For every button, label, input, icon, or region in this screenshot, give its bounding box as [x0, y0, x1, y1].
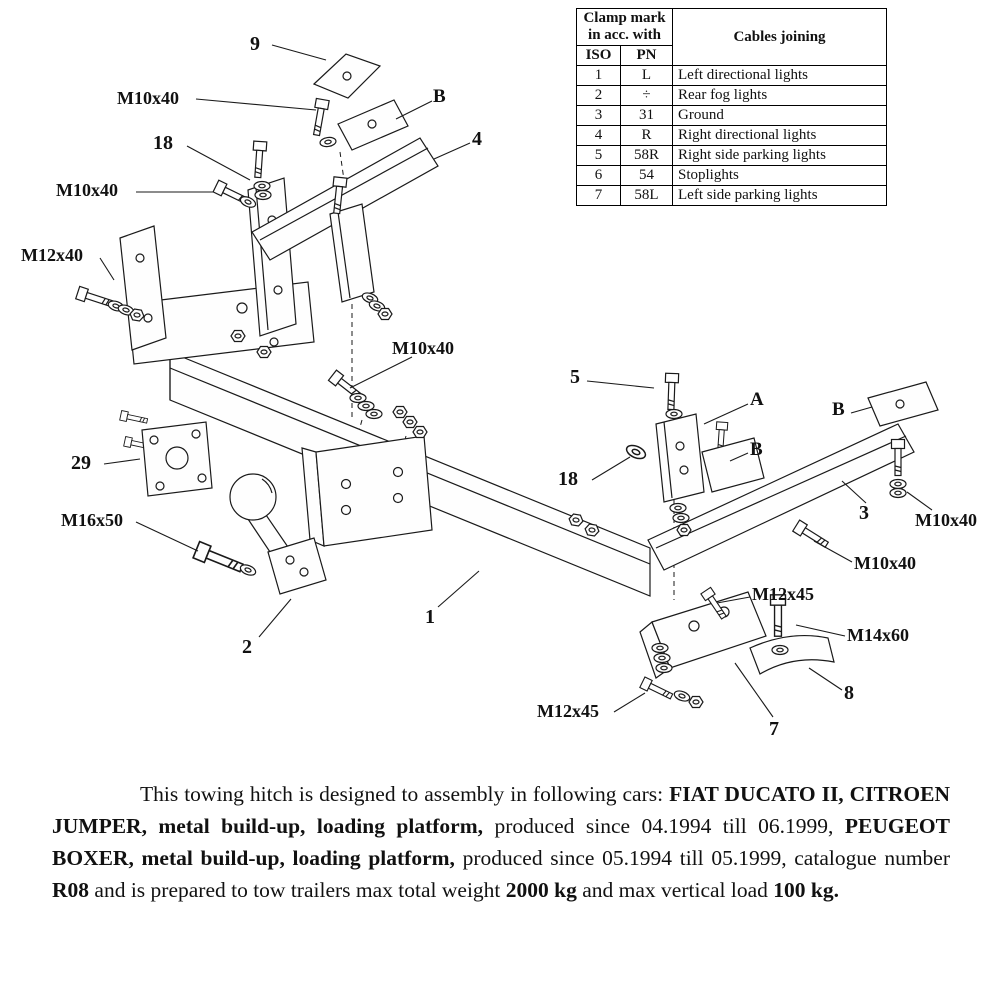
table-row: 4 R Right directional lights: [576, 125, 887, 146]
plate-b-right: [867, 381, 939, 427]
cell-cable: Left side parking lights: [672, 185, 887, 206]
part-label-5: 5: [570, 366, 580, 388]
cell-pn: 58R: [620, 145, 673, 166]
desc-segment-bold: PEUGEOT BOXER, metal build-up, loading p…: [52, 814, 950, 870]
table-header-row: Clamp mark in acc. with Cables joining: [576, 8, 887, 66]
table-row: 7 58L Left side parking lights: [576, 185, 887, 206]
desc-segment-bold: FIAT DUCATO II, CITROEN JUMPER, metal bu…: [52, 782, 951, 838]
table-row: 2 ÷ Rear fog lights: [576, 85, 887, 106]
table-row: 1 L Left directional lights: [576, 65, 887, 86]
exploded-view-diagram: 9 M10x40 B 18 4 M10x40 M12x40 M10x40 5 A…: [21, 33, 977, 740]
part-label-18-left: 18: [153, 132, 173, 154]
leader-lines: [99, 44, 933, 718]
clamp-part-8: [749, 634, 835, 675]
fastener-label-m12x45-1: M12x45: [752, 584, 814, 604]
part-label-18-right: 18: [558, 468, 578, 490]
bolt-m10x40-top: [309, 97, 338, 149]
ref-label-b-1: B: [433, 86, 446, 107]
part-label-9: 9: [250, 33, 260, 55]
fastener-label-m10x40-1: M10x40: [117, 88, 179, 108]
right-arm-part-3: [647, 423, 915, 571]
cell-cable: Right directional lights: [672, 125, 887, 146]
desc-segment-bold: 2000 kg: [505, 878, 577, 902]
cell-pn: 58L: [620, 185, 673, 206]
header-clamp-line2: in acc. with: [588, 27, 661, 43]
ref-label-b-2: B: [750, 439, 763, 460]
fastener-label-m12x45-2: M12x45: [537, 701, 599, 721]
desc-segment-bold: R08: [52, 878, 90, 902]
fastener-label-m10x40-4: M10x40: [915, 510, 977, 530]
fastener-label-m10x40-2: M10x40: [56, 180, 118, 200]
cell-iso: 2: [576, 85, 621, 106]
cell-cable: Stoplights: [672, 165, 887, 186]
towing-hitch-drawing: [75, 44, 939, 718]
cell-iso: 1: [576, 65, 621, 86]
fastener-label-m10x40-3: M10x40: [392, 338, 454, 358]
desc-segment: and is prepared to tow trailers max tota…: [89, 878, 506, 902]
fastener-label-m14x60: M14x60: [847, 625, 909, 645]
cell-pn: L: [620, 65, 673, 86]
cell-pn: 31: [620, 105, 673, 126]
part-label-8: 8: [844, 682, 854, 704]
cell-cable: Rear fog lights: [672, 85, 887, 106]
ref-label-b-3: B: [832, 399, 845, 420]
part-label-29: 29: [71, 452, 91, 474]
plate-b-upper: [337, 99, 409, 151]
desc-segment: produced since 05.1994 till 05.1999, cat…: [454, 846, 951, 870]
fastener-label-m16x50: M16x50: [61, 510, 123, 530]
part-label-4: 4: [472, 128, 482, 150]
fastener-label-m10x40-5: M10x40: [854, 553, 916, 573]
bolt-m16x50: [192, 540, 258, 578]
ref-label-a: A: [750, 389, 764, 410]
table-row: 5 58R Right side parking lights: [576, 145, 887, 166]
cell-cable: Ground: [672, 105, 887, 126]
cell-cable: Left directional lights: [672, 65, 887, 86]
table-subheader-row: ISO PN: [576, 45, 887, 66]
cell-iso: 7: [576, 185, 621, 206]
beam-clamp-bracket: [301, 435, 433, 547]
table-row: 6 54 Stoplights: [576, 165, 887, 186]
upper-arm-part-4: [251, 137, 439, 261]
plate-part-9: [312, 53, 382, 99]
description-paragraph: This towing hitch is designed to assembl…: [52, 778, 950, 906]
desc-segment: and max vertical load: [576, 878, 774, 902]
desc-segment: This towing hitch is designed to assembl…: [140, 782, 670, 806]
cell-pn: ÷: [620, 85, 673, 106]
center-bracket-upper: [329, 176, 393, 321]
part-label-7: 7: [769, 718, 779, 740]
bolt-m10x40-mid-right: [792, 519, 831, 551]
fastener-label-m12x40: M12x40: [21, 245, 83, 265]
cell-pn: R: [620, 125, 673, 146]
left-side-plate: [119, 225, 167, 351]
header-clamp-mark: Clamp mark in acc. with: [576, 8, 673, 46]
cell-cable: Right side parking lights: [672, 145, 887, 166]
desc-segment: produced since 04.1994 till 06.1999,: [483, 814, 845, 838]
cables-joining-table: Clamp mark in acc. with Cables joining I…: [576, 8, 887, 206]
cell-iso: 6: [576, 165, 621, 186]
header-iso: ISO: [576, 45, 621, 66]
header-clamp-line1: Clamp mark: [583, 10, 666, 26]
part-label-1: 1: [425, 606, 435, 628]
table-row: 3 31 Ground: [576, 105, 887, 126]
tow-ball-part-2: [229, 473, 327, 595]
part-label-3: 3: [859, 502, 869, 524]
bolt-m12x45-lower: [639, 676, 704, 709]
header-cables-joining: Cables joining: [672, 8, 887, 66]
header-pn: PN: [620, 45, 673, 66]
flange-plate-part-29: [119, 410, 213, 497]
bolt-m10x40-right-end: [889, 438, 907, 499]
cell-iso: 4: [576, 125, 621, 146]
part-label-2: 2: [242, 636, 252, 658]
bracket-a-right: [655, 372, 705, 503]
plate-b-center: [669, 421, 765, 537]
desc-segment-bold: 100 kg.: [773, 878, 840, 902]
cell-pn: 54: [620, 165, 673, 186]
cell-iso: 5: [576, 145, 621, 166]
cell-iso: 3: [576, 105, 621, 126]
